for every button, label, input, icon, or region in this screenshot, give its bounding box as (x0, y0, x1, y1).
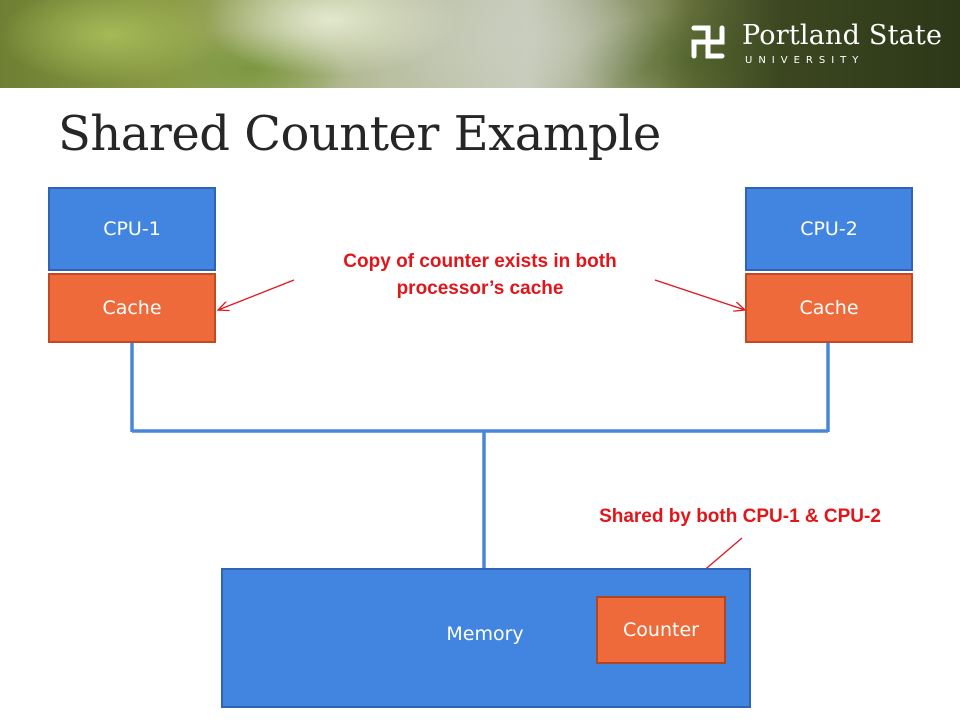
cache-copy-annotation-line1: Copy of counter exists in both (343, 251, 617, 272)
cache2-box: Cache (745, 273, 913, 343)
cpu2-box: CPU-2 (745, 187, 913, 271)
psu-logo-icon (691, 25, 725, 59)
system-bus (130, 338, 830, 580)
cache-copy-annotation: Copy of counter exists in both processor… (270, 248, 690, 302)
header-banner: Portland State UNIVERSITY (0, 0, 960, 88)
logo-wordmark: Portland State (742, 20, 943, 51)
arrow-to-cache1 (218, 279, 295, 310)
memory-label: Memory (446, 623, 524, 645)
cache1-box: Cache (48, 273, 216, 343)
counter-box: Counter (596, 596, 726, 664)
shared-counter-annotation: Shared by both CPU-1 & CPU-2 (599, 506, 881, 527)
slide-title: Shared Counter Example (58, 106, 661, 162)
arrow-to-cache2 (654, 279, 745, 310)
cache-copy-annotation-line2: processor’s cache (396, 278, 564, 299)
cpu1-box: CPU-1 (48, 187, 216, 271)
logo-subtitle: UNIVERSITY (745, 55, 865, 66)
